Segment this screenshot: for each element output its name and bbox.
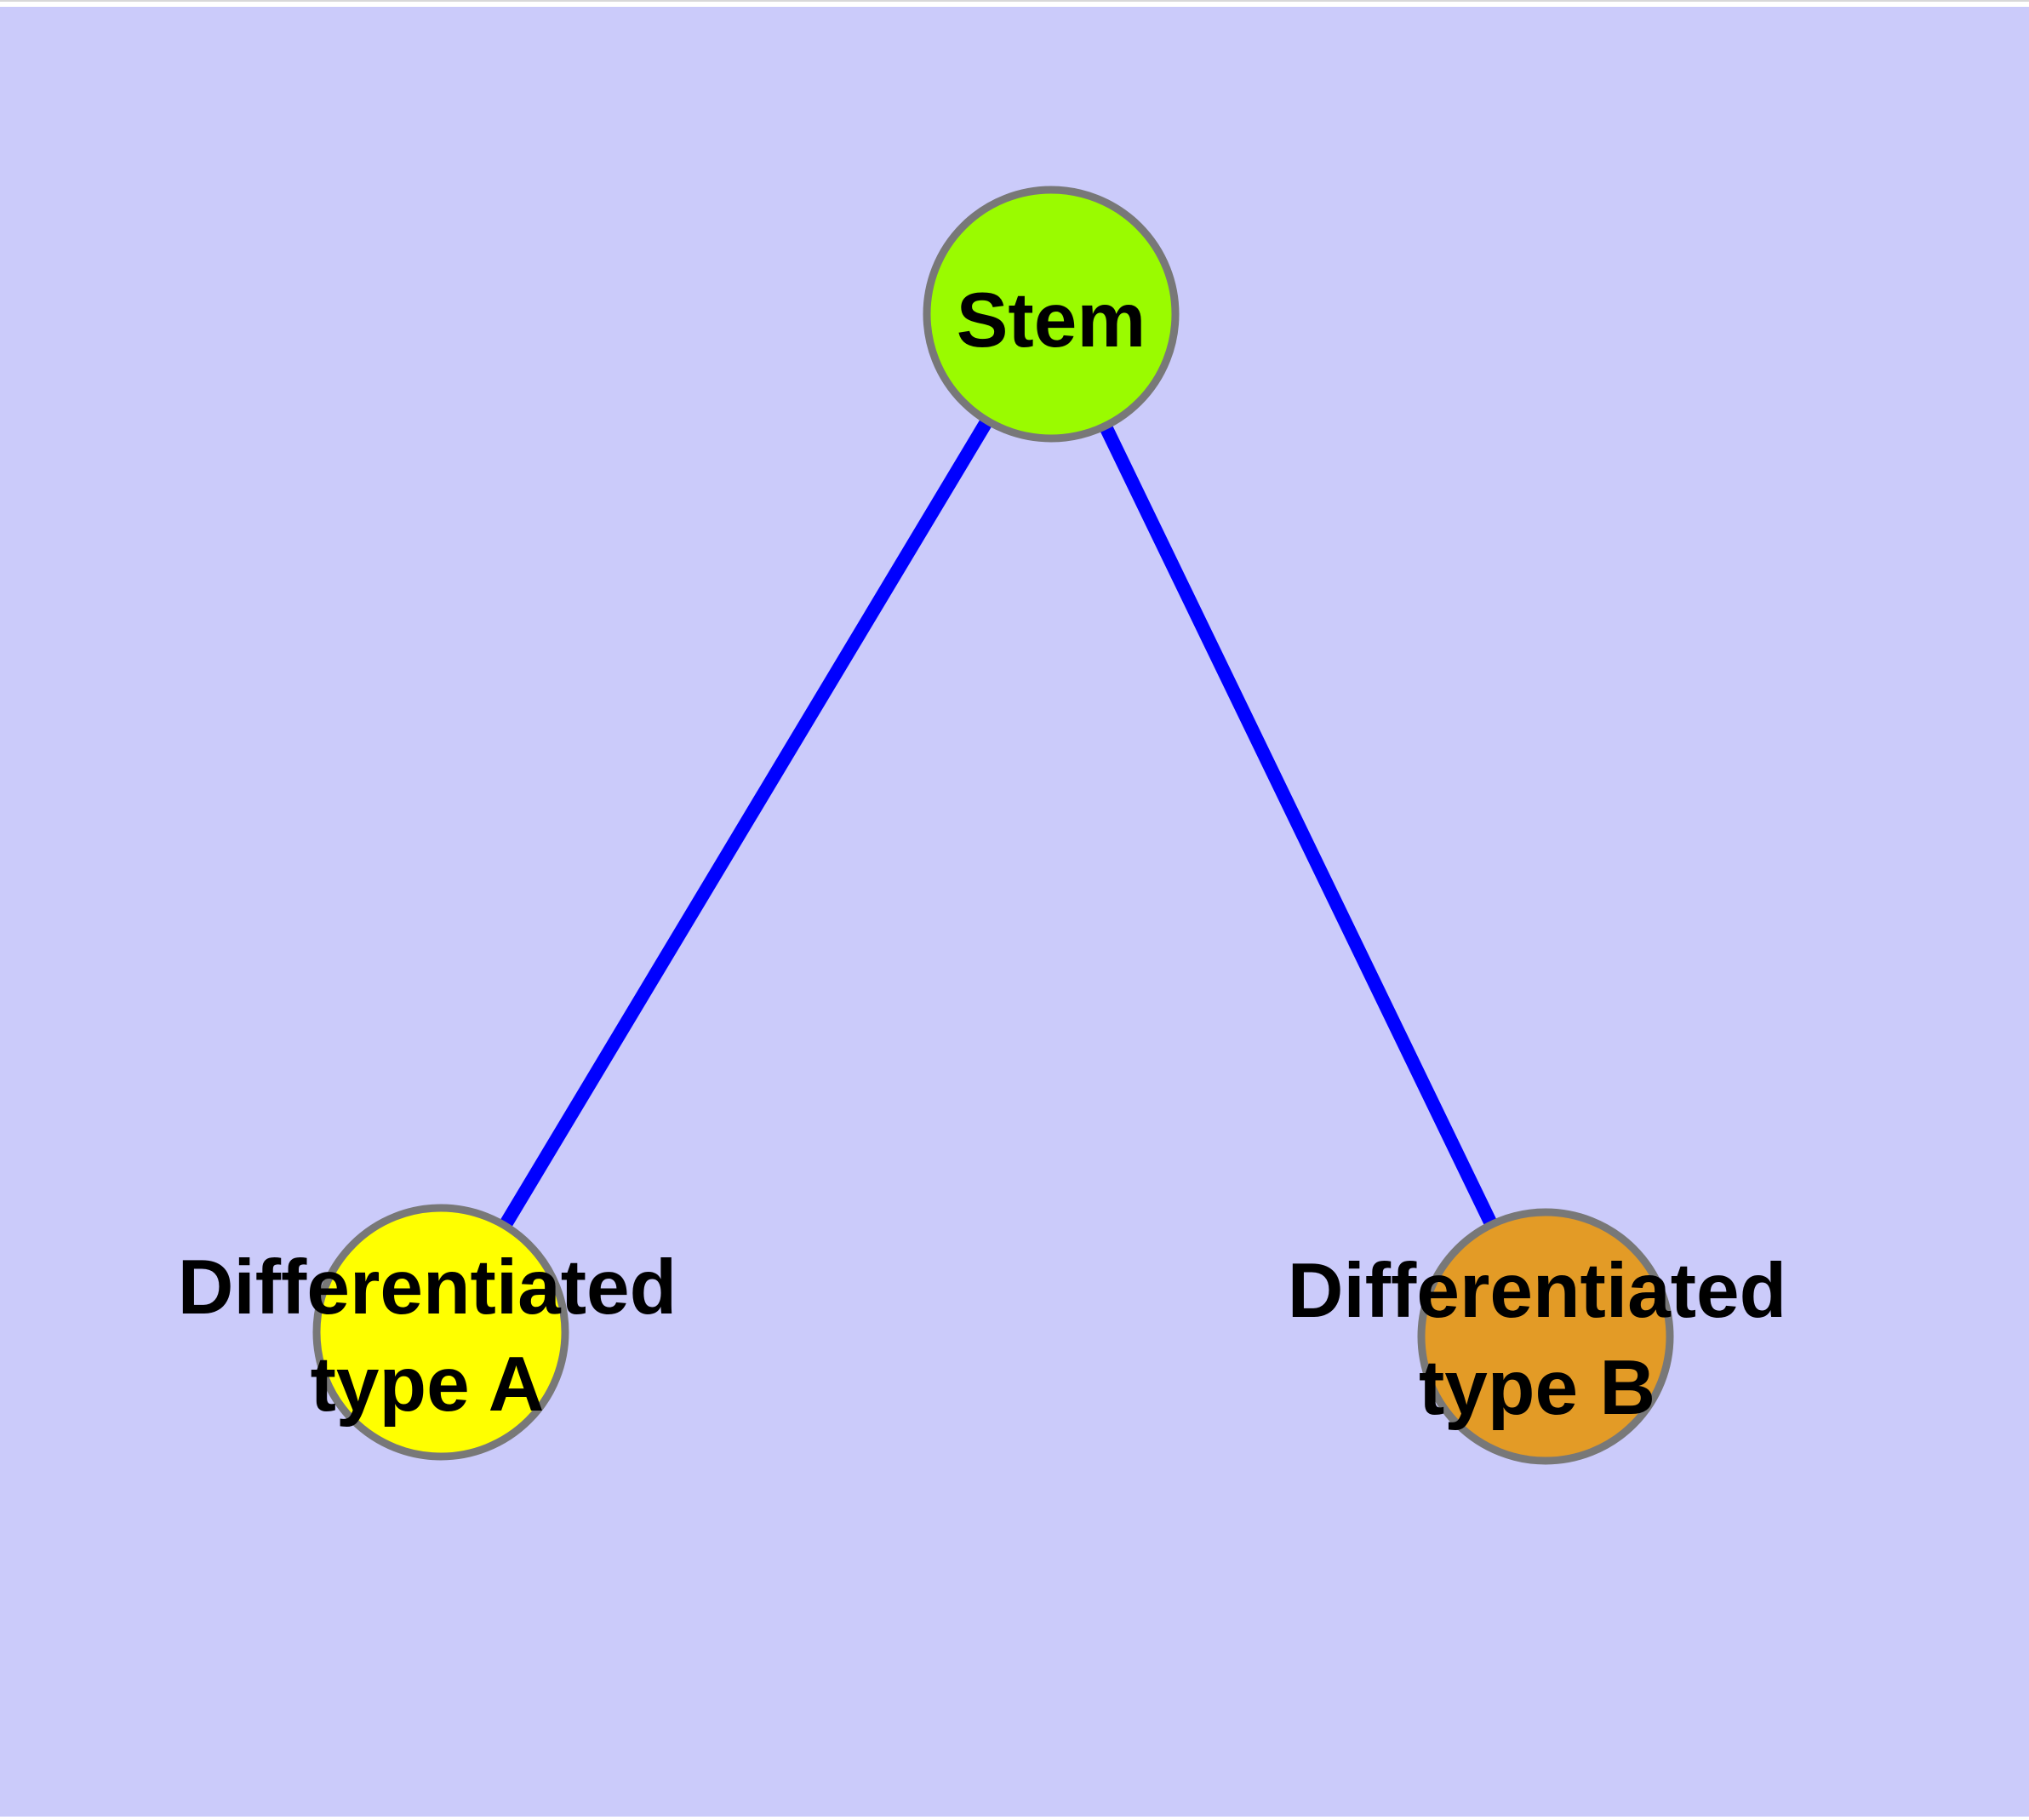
node-differentiated-type-b (1417, 1208, 1674, 1465)
edge-stem-to-type-b (1044, 311, 1552, 1340)
node-stem (923, 186, 1180, 443)
node-differentiated-type-a (312, 1204, 569, 1461)
top-hairline (0, 0, 2029, 2)
edge-stem-to-type-a (435, 310, 1057, 1336)
